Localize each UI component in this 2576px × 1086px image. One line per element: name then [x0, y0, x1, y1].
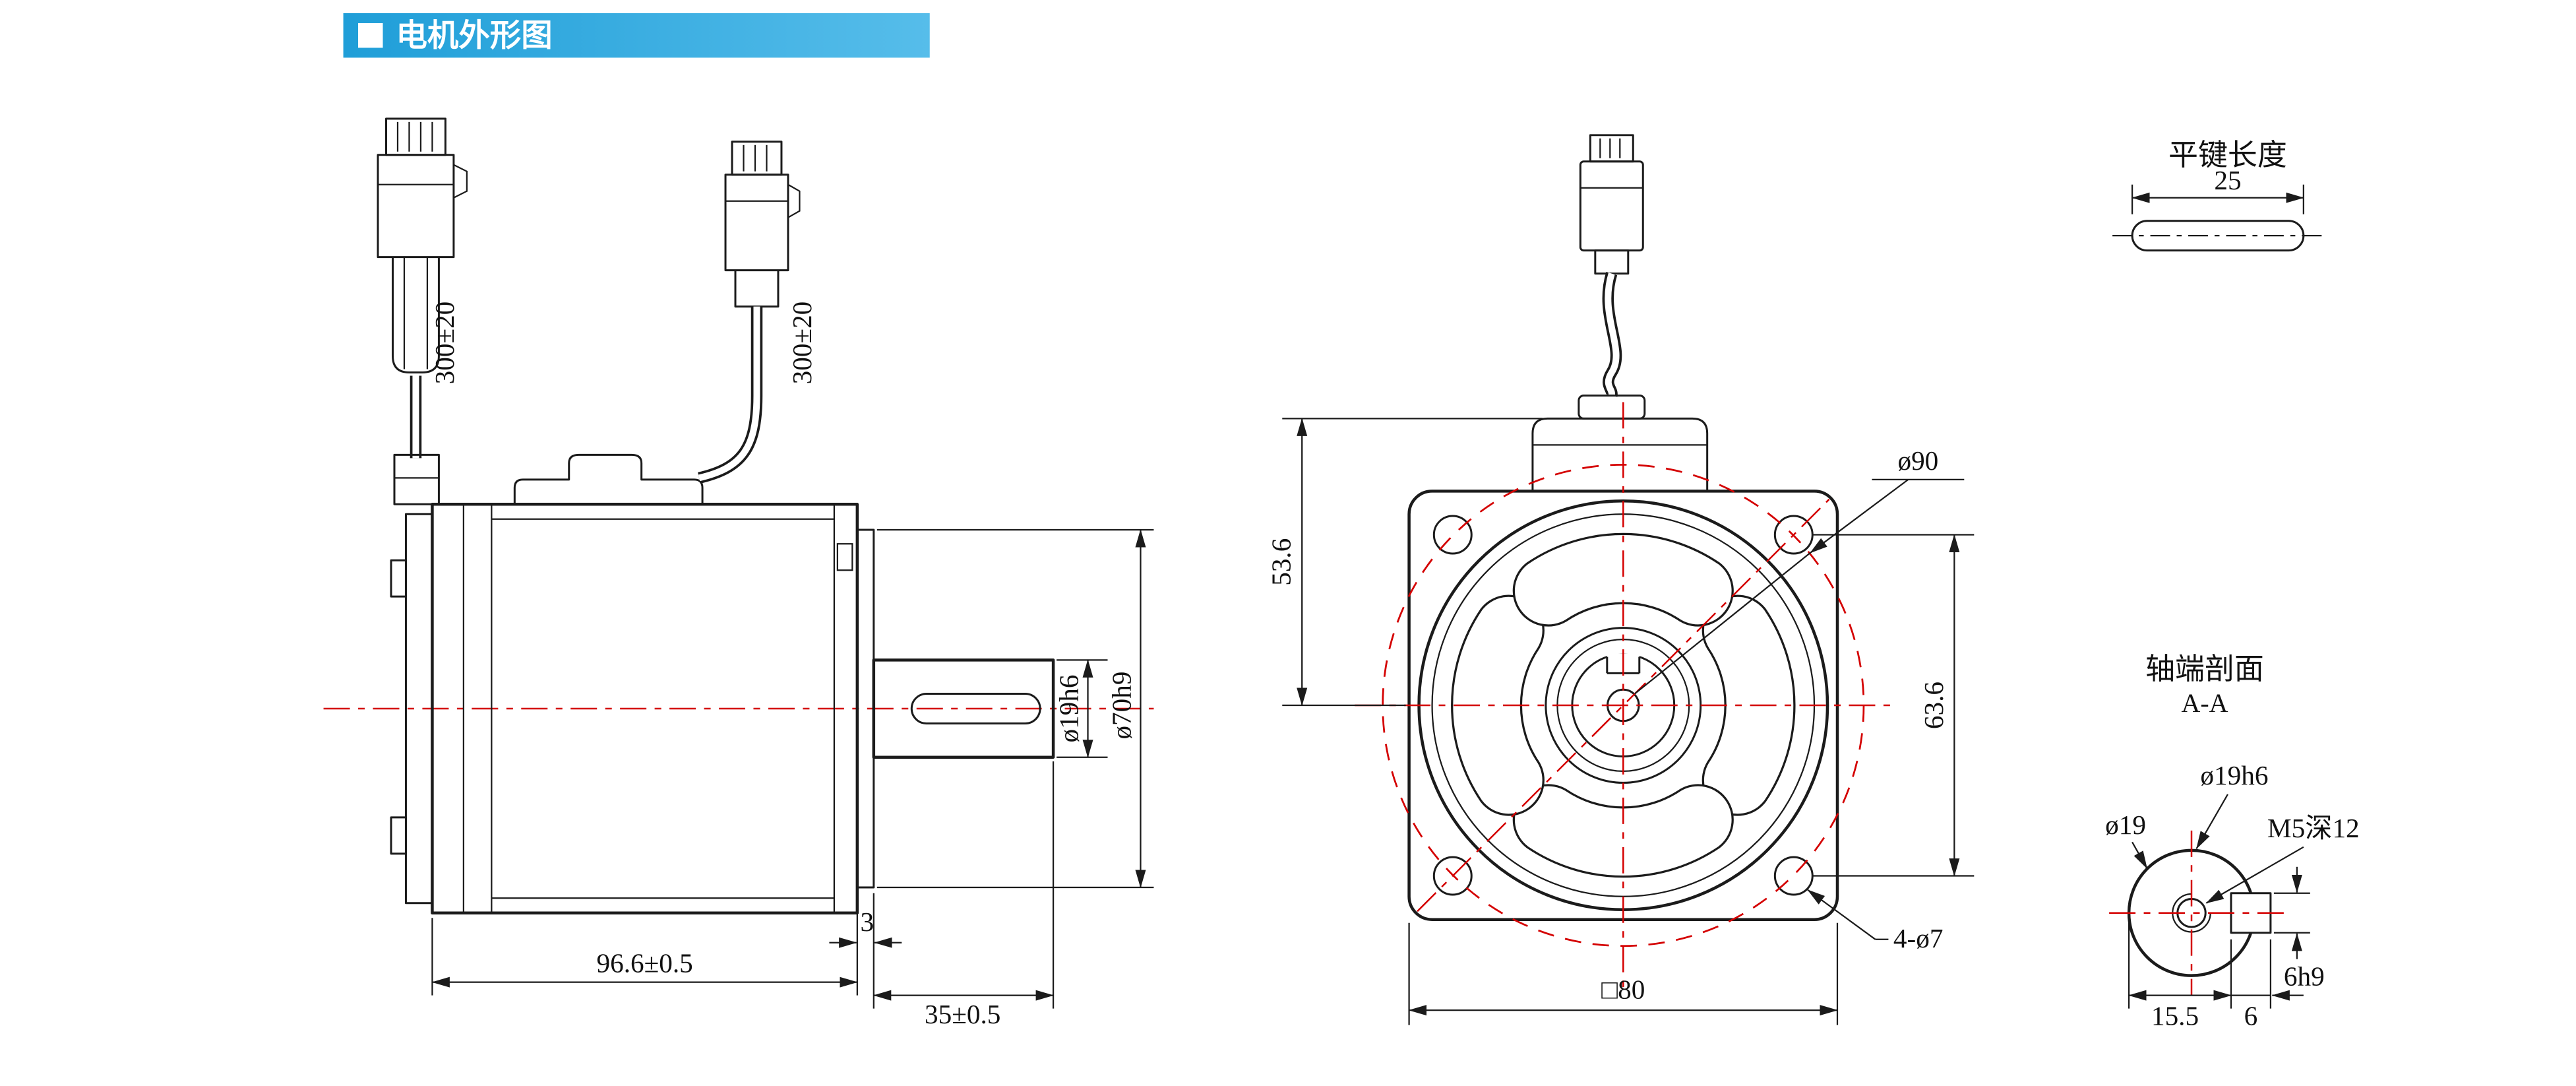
dim-square: □80 [1601, 974, 1645, 1005]
section-header: 电机外形图 [343, 13, 930, 58]
shaft-body [872, 658, 1055, 759]
dim-body-length: 96.6±0.5 [597, 948, 693, 978]
power-connector [377, 117, 468, 373]
header-square-icon [358, 22, 383, 48]
bolt-hole-tl [1432, 515, 1473, 555]
fan-slots [1451, 532, 1796, 878]
front-centerline-diag [1417, 498, 1830, 912]
bolt-hole-bl [1432, 856, 1473, 896]
dim-section-dia: ø19 [2105, 810, 2146, 840]
dim-key-length: 25 [2214, 165, 2241, 195]
cable-gland [393, 453, 440, 505]
shaft [856, 528, 1055, 889]
front-dimensions: ø90 53.6 63.6 4-ø7 □80 [1266, 418, 1975, 1025]
keyway-slot [910, 693, 1041, 724]
top-hub [513, 453, 704, 505]
dim-key-width: 6h9 [2284, 961, 2325, 992]
dim-holes: 4-ø7 [1893, 923, 1944, 953]
header-banner [343, 13, 930, 58]
page-title: 电机外形图 [396, 18, 552, 54]
dim-flat: 15.5 [2151, 1001, 2199, 1031]
dim-shaft-length: 35±0.5 [925, 999, 1000, 1029]
tap-thread-arc [2172, 893, 2211, 933]
key-detail: 平键长度 25 [2112, 137, 2323, 252]
section-title: 轴端剖面 [2145, 651, 2264, 686]
dim-hub-height: 53.6 [1266, 538, 1297, 586]
front-view: ø90 53.6 63.6 4-ø7 □80 [1266, 134, 1975, 1025]
front-cable-core [1605, 272, 1620, 397]
dim-bolt-circle: ø90 [1897, 445, 1938, 476]
dim-boss: 3 [861, 907, 874, 937]
section-dimensions: ø19h6 ø19 M5深12 15.5 6 6h9 [2105, 760, 2359, 1031]
dim-cable1-length: 300±20 [429, 302, 460, 385]
side-dimensions: 3 96.6±0.5 35±0.5 ø19h6 ø70h9 [431, 528, 1154, 1029]
bolt-hole-tr [1773, 515, 1814, 555]
front-hub [1531, 394, 1709, 492]
dim-section-dia-tol: ø19h6 [2200, 760, 2268, 790]
dim-tap: M5深12 [2267, 813, 2360, 843]
bolt-hole-br [1773, 856, 1814, 896]
dim-pilot-dia: ø70h9 [1106, 672, 1136, 740]
encoder-cable-core [698, 306, 760, 482]
shaft-section: 轴端剖面 A-A ø19h6 ø19 M5深12 15.5 [2105, 651, 2359, 1031]
dim-hole-spacing: 63.6 [1918, 682, 1949, 729]
dim-cable2-length: 300±20 [787, 302, 817, 385]
dim-key-height: 6 [2244, 1001, 2258, 1031]
key-detail-title: 平键长度 [2168, 137, 2287, 172]
side-view: 300±20 300±20 3 96.6±0.5 35±0.5 ø19h6 [323, 117, 1154, 1029]
dim-shaft-dia: ø19h6 [1054, 675, 1084, 743]
section-subtitle: A-A [2181, 688, 2228, 718]
